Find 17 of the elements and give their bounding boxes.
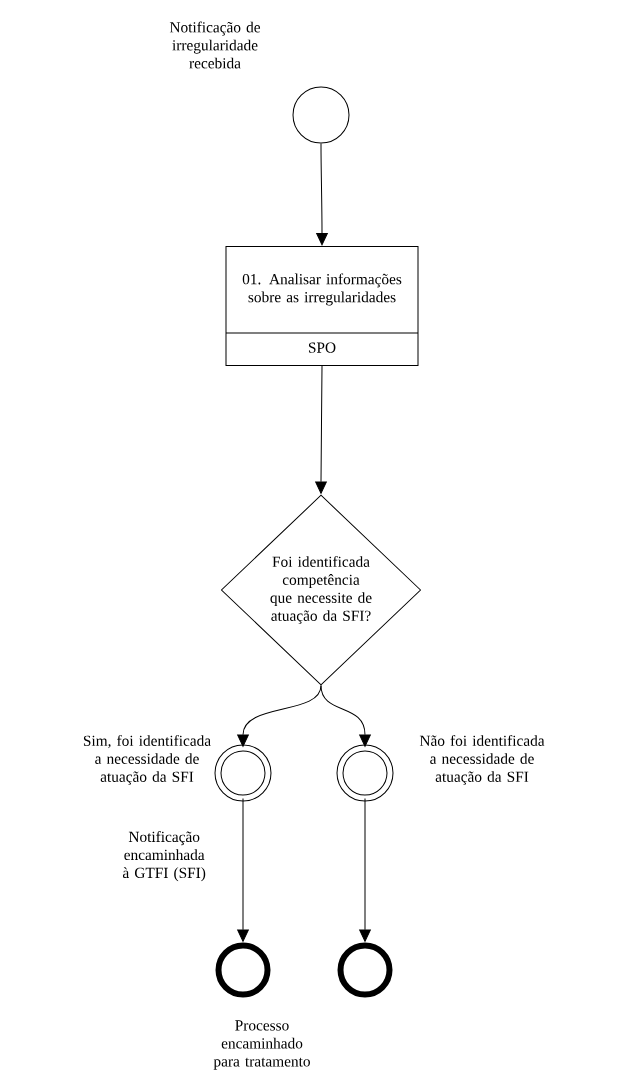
- arrow: [237, 798, 249, 942]
- end-event-circle: [215, 942, 271, 998]
- start-event-circle: [292, 86, 350, 144]
- intermediate-event-circle: [336, 744, 394, 802]
- event-label: Sim, foi identificada a necessidade de atuação da SFI: [83, 735, 211, 786]
- arrow: [315, 365, 327, 494]
- event-label: Notificação de irregularidade recebida: [169, 21, 261, 69]
- event-label: Não foi identificada a necessidade de atuação da SFI: [419, 735, 545, 786]
- arrow: [359, 798, 371, 942]
- intermediate-event-circle: [214, 744, 272, 802]
- end-event-circle: [337, 942, 393, 998]
- event-label: Processo encaminhado para tratamento: [213, 1020, 310, 1070]
- arrow: [320, 685, 371, 747]
- arrow: [237, 685, 322, 747]
- task-box: 01. Analisar informações sobre as irregularidades SPO: [225, 246, 419, 366]
- edge-label: Notificação encaminhada à GTFI (SFI): [122, 831, 206, 882]
- arrow: [316, 143, 328, 246]
